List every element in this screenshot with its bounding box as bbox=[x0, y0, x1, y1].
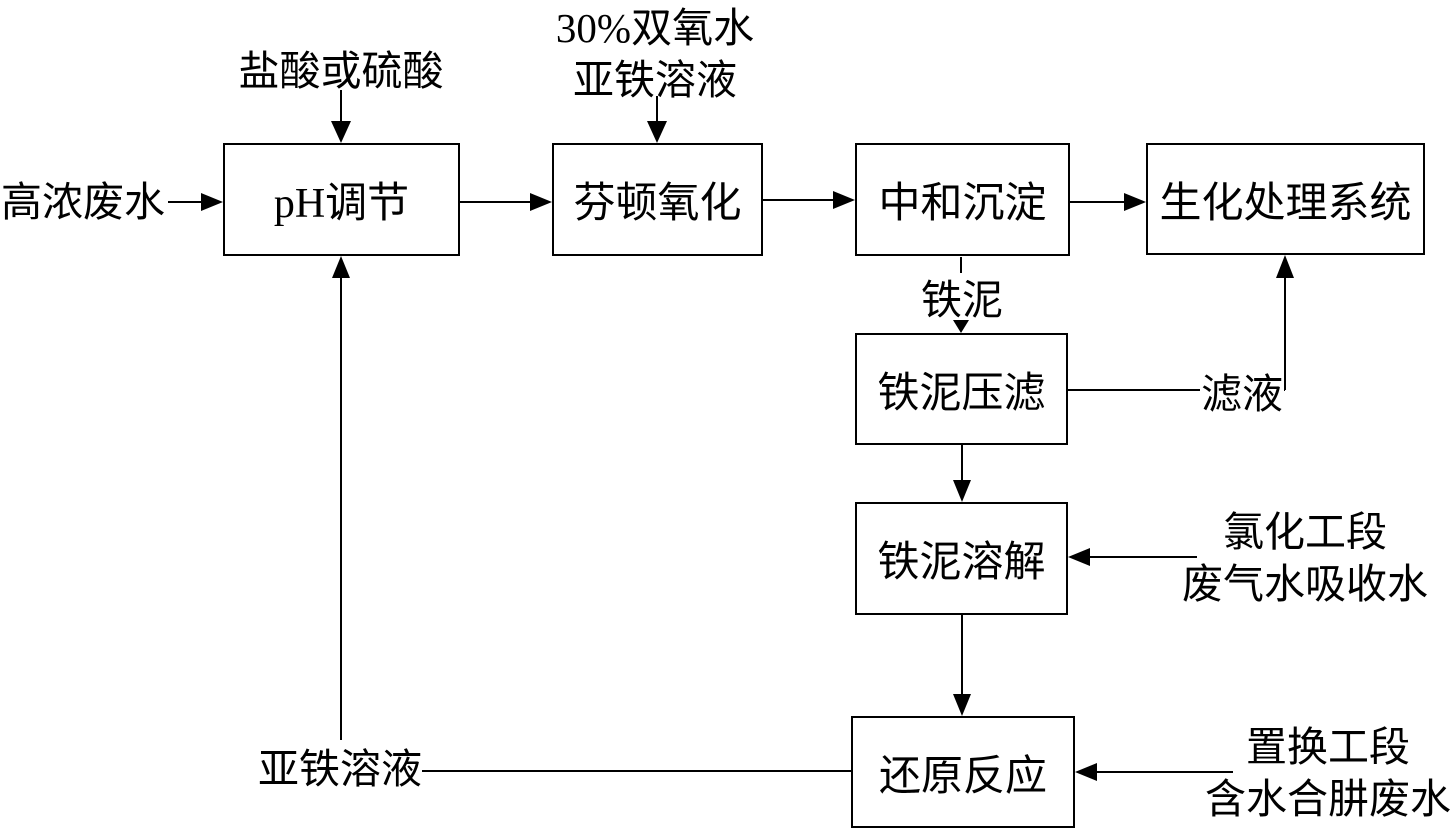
arrow-influent-to-ph bbox=[168, 193, 223, 211]
arrow-acid-to-ph bbox=[331, 90, 351, 143]
label-influent: 高浓废水 bbox=[1, 179, 165, 225]
box-fenton-oxidation-label: 芬顿氧化 bbox=[573, 181, 742, 227]
label-ferrous-solution-recycle: 亚铁溶液 bbox=[258, 743, 422, 792]
label-replacement-feed-line1: 置换工段 bbox=[1246, 724, 1410, 770]
label-chlorination-feed-line2: 废气水吸收水 bbox=[1182, 561, 1428, 607]
arrow-dissolve-to-reduction bbox=[953, 615, 971, 716]
box-neutralization-precipitation: 中和沉淀 bbox=[855, 143, 1070, 256]
label-acid-feed: 盐酸或硫酸 bbox=[238, 48, 444, 94]
label-chlorination-feed-line1: 氯化工段 bbox=[1223, 509, 1387, 555]
label-filtrate: 滤液 bbox=[1200, 368, 1284, 417]
box-biochemical-treatment-system: 生化处理系统 bbox=[1146, 143, 1425, 255]
box-iron-mud-press-filter: 铁泥压滤 bbox=[855, 333, 1068, 445]
arrow-fenton-to-neutralize bbox=[763, 191, 855, 209]
box-ph-adjust: pH调节 bbox=[223, 143, 460, 256]
label-chlorination-feed: 氯化工段 废气水吸收水 bbox=[1180, 506, 1430, 610]
box-iron-mud-press-filter-label: 铁泥压滤 bbox=[877, 370, 1046, 417]
box-iron-mud-dissolution-label: 铁泥溶解 bbox=[877, 540, 1046, 586]
label-fenton-feed: 30%双氧水 亚铁溶液 bbox=[535, 2, 775, 106]
arrow-ferrous-recycle-to-ph bbox=[332, 256, 851, 772]
arrow-chlorination-to-dissolve bbox=[1068, 548, 1197, 566]
box-reduction-reaction: 还原反应 bbox=[851, 716, 1075, 828]
arrow-neutralize-to-bio bbox=[1070, 193, 1146, 211]
box-biochemical-treatment-system-label: 生化处理系统 bbox=[1159, 180, 1412, 227]
arrow-peroxide-to-fenton bbox=[647, 96, 667, 143]
box-reduction-reaction-label: 还原反应 bbox=[878, 753, 1047, 800]
arrow-replacement-to-reduction bbox=[1075, 763, 1233, 781]
label-replacement-feed-line2: 含水合肼废水 bbox=[1205, 776, 1451, 822]
label-replacement-feed: 置换工段 含水合肼废水 bbox=[1203, 721, 1452, 825]
arrow-press-to-dissolve bbox=[953, 445, 971, 502]
box-fenton-oxidation: 芬顿氧化 bbox=[552, 143, 763, 256]
label-iron-mud: 铁泥 bbox=[918, 273, 1006, 323]
box-ph-adjust-label: pH调节 bbox=[273, 181, 410, 227]
label-fenton-feed-line1: 30%双氧水 bbox=[555, 5, 755, 51]
box-iron-mud-dissolution: 铁泥溶解 bbox=[855, 502, 1068, 615]
box-neutralization-precipitation-label: 中和沉淀 bbox=[878, 181, 1047, 227]
arrow-ph-to-fenton bbox=[460, 193, 552, 211]
label-fenton-feed-line2: 亚铁溶液 bbox=[573, 57, 737, 103]
